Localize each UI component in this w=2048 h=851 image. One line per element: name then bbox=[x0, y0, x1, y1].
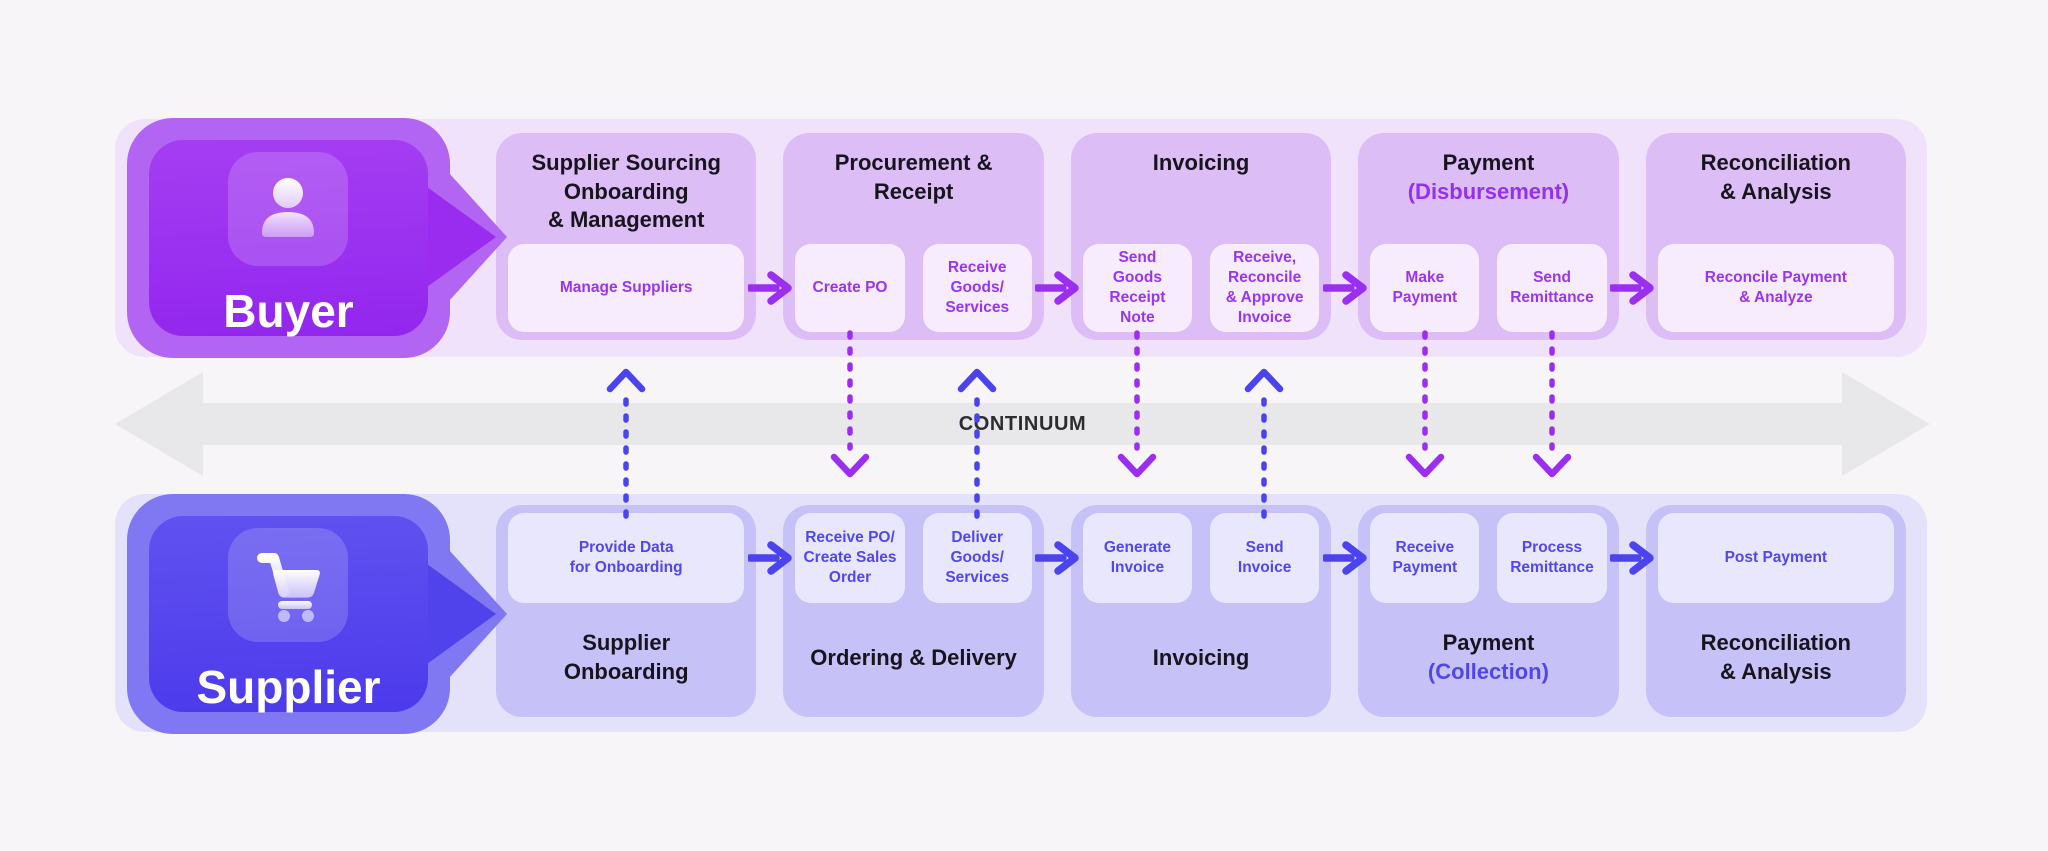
section-title: Procurement & Receipt bbox=[783, 149, 1043, 206]
process-boxes: Reconcile Payment & Analyze bbox=[1657, 244, 1895, 332]
flow-arrow-right-icon bbox=[1610, 541, 1654, 575]
section-title-text: Supplier Sourcing Onboarding & Managemen… bbox=[531, 150, 721, 233]
continuum-left-arrowhead-icon bbox=[115, 372, 203, 476]
section-title: Payment (Collection) bbox=[1358, 609, 1618, 707]
section-title-text: Invoicing bbox=[1152, 150, 1250, 175]
buyer-section-sourcing: Supplier Sourcing Onboarding & Managemen… bbox=[496, 133, 757, 340]
section-title-text: Reconciliation & Analysis bbox=[1700, 150, 1851, 204]
process-box-send-grn: Send Goods Receipt Note bbox=[1082, 244, 1193, 332]
section-title-text: Invoicing bbox=[1152, 644, 1250, 670]
supplier-section-ordering: Receive PO/ Create Sales Order Deliver G… bbox=[783, 505, 1044, 717]
buyer-section-reconciliation: Reconciliation & Analysis Reconcile Paym… bbox=[1645, 133, 1907, 340]
flow-arrow-right-icon bbox=[1035, 541, 1079, 575]
supplier-section-reconciliation: Post Payment Reconciliation & Analysis bbox=[1645, 505, 1907, 717]
supplier-label: Supplier bbox=[196, 661, 381, 713]
process-boxes: Generate Invoice Send Invoice bbox=[1082, 513, 1320, 603]
dashed-arrow-up-icon bbox=[1244, 368, 1284, 520]
process-boxes: Provide Data for Onboarding bbox=[508, 513, 745, 603]
continuum-label: CONTINUUM bbox=[958, 412, 1087, 435]
flow-arrow-right-icon bbox=[748, 271, 792, 305]
process-boxes: Make Payment Send Remittance bbox=[1370, 244, 1607, 332]
buyer-label: Buyer bbox=[223, 285, 354, 337]
process-box-receive-goods: Receive Goods/ Services bbox=[922, 244, 1032, 332]
section-title: Reconciliation & Analysis bbox=[1646, 149, 1906, 206]
process-boxes: Manage Suppliers bbox=[508, 244, 745, 332]
section-title: Invoicing bbox=[1071, 609, 1331, 707]
buyer-section-invoicing: Invoicing Send Goods Receipt Note Receiv… bbox=[1070, 133, 1332, 340]
process-box-deliver-goods: Deliver Goods/ Services bbox=[922, 513, 1032, 603]
dashed-arrow-up-icon bbox=[606, 368, 646, 520]
section-subtitle-text: (Collection) bbox=[1427, 659, 1549, 684]
process-box-create-po: Create PO bbox=[795, 244, 905, 332]
process-boxes: Send Goods Receipt Note Receive, Reconci… bbox=[1082, 244, 1320, 332]
person-icon-glyph bbox=[262, 178, 314, 237]
shopping-cart-icon-glyph bbox=[257, 553, 320, 622]
dashed-arrow-up-icon bbox=[957, 368, 997, 520]
flow-arrow-right-icon bbox=[1035, 271, 1079, 305]
continuum-right-arrowhead-icon bbox=[1842, 372, 1930, 476]
section-title: Supplier Sourcing Onboarding & Managemen… bbox=[496, 149, 756, 235]
process-box-process-remittance: Process Remittance bbox=[1497, 513, 1607, 603]
buyer-chip-pointer-inner bbox=[427, 187, 496, 287]
section-title-text: Payment bbox=[1442, 150, 1535, 175]
section-subtitle-text: (Disbursement) bbox=[1407, 178, 1570, 204]
supplier-sections-row: Provide Data for Onboarding Supplier Onb… bbox=[496, 505, 1907, 717]
section-title: Ordering & Delivery bbox=[783, 609, 1043, 707]
process-box-provide-data: Provide Data for Onboarding bbox=[508, 513, 745, 603]
dashed-arrow-down-icon bbox=[1532, 330, 1572, 478]
process-box-make-payment: Make Payment bbox=[1370, 244, 1480, 332]
process-boxes: Post Payment bbox=[1657, 513, 1895, 603]
section-title: Payment (Disbursement) bbox=[1358, 149, 1618, 206]
supplier-section-onboarding: Provide Data for Onboarding Supplier Onb… bbox=[496, 505, 757, 717]
section-title-text: Payment bbox=[1442, 630, 1535, 656]
process-box-reconcile-analyze: Reconcile Payment & Analyze bbox=[1657, 244, 1895, 332]
flow-arrow-right-icon bbox=[1323, 271, 1367, 305]
section-title-text: Procurement & Receipt bbox=[834, 150, 993, 204]
section-title: Reconciliation & Analysis bbox=[1646, 609, 1906, 707]
dashed-arrow-down-icon bbox=[1405, 330, 1445, 478]
supplier-section-payment: Receive Payment Process Remittance Payme… bbox=[1358, 505, 1619, 717]
process-box-send-remittance: Send Remittance bbox=[1497, 244, 1607, 332]
process-box-receive-payment: Receive Payment bbox=[1370, 513, 1480, 603]
section-title-text: Supplier Onboarding bbox=[563, 630, 689, 684]
section-title: Supplier Onboarding bbox=[496, 609, 756, 707]
process-box-approve-invoice: Receive, Reconcile & Approve Invoice bbox=[1210, 244, 1320, 332]
dashed-arrow-down-icon bbox=[1117, 330, 1157, 478]
process-boxes: Receive PO/ Create Sales Order Deliver G… bbox=[795, 513, 1032, 603]
flow-arrow-right-icon bbox=[1323, 541, 1367, 575]
section-title-text: Reconciliation & Analysis bbox=[1700, 630, 1851, 684]
supplier-section-invoicing: Generate Invoice Send Invoice Invoicing bbox=[1070, 505, 1332, 717]
process-box-post-payment: Post Payment bbox=[1657, 513, 1895, 603]
process-box-manage-suppliers: Manage Suppliers bbox=[508, 244, 745, 332]
continuum-band bbox=[199, 403, 1846, 445]
process-boxes: Create PO Receive Goods/ Services bbox=[795, 244, 1032, 332]
process-box-send-invoice: Send Invoice bbox=[1210, 513, 1320, 603]
buyer-chip-body bbox=[149, 140, 428, 336]
process-box-generate-invoice: Generate Invoice bbox=[1082, 513, 1193, 603]
continuum-arrow: CONTINUUM bbox=[115, 372, 1930, 476]
flow-arrow-right-icon bbox=[1610, 271, 1654, 305]
section-title-text: Ordering & Delivery bbox=[810, 644, 1017, 670]
dashed-arrow-down-icon bbox=[830, 330, 870, 478]
process-boxes: Receive Payment Process Remittance bbox=[1370, 513, 1607, 603]
supplier-chip-pointer-inner bbox=[427, 564, 496, 664]
buyer-sections-row: Supplier Sourcing Onboarding & Managemen… bbox=[496, 133, 1907, 340]
person-icon bbox=[228, 152, 348, 266]
buyer-section-payment: Payment (Disbursement) Make Payment Send … bbox=[1358, 133, 1619, 340]
shopping-cart-icon bbox=[228, 528, 348, 642]
section-title: Invoicing bbox=[1071, 149, 1331, 178]
process-box-receive-po: Receive PO/ Create Sales Order bbox=[795, 513, 905, 603]
flow-arrow-right-icon bbox=[748, 541, 792, 575]
buyer-section-procurement: Procurement & Receipt Create PO Receive … bbox=[783, 133, 1044, 340]
